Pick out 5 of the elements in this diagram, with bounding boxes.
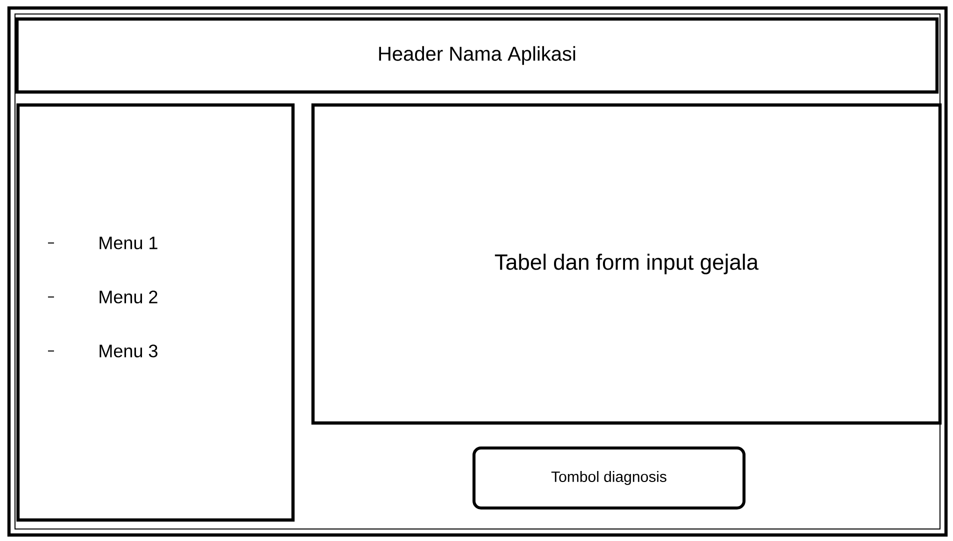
content-box: Tabel dan form input gejala [311,103,942,425]
button: Tombol diagnosis [472,446,746,510]
window-frame [7,6,948,537]
sidebar-box: Menu 1 Menu 2 Menu 3 [16,103,295,522]
header-box: Header Nama Aplikasi [15,17,939,94]
